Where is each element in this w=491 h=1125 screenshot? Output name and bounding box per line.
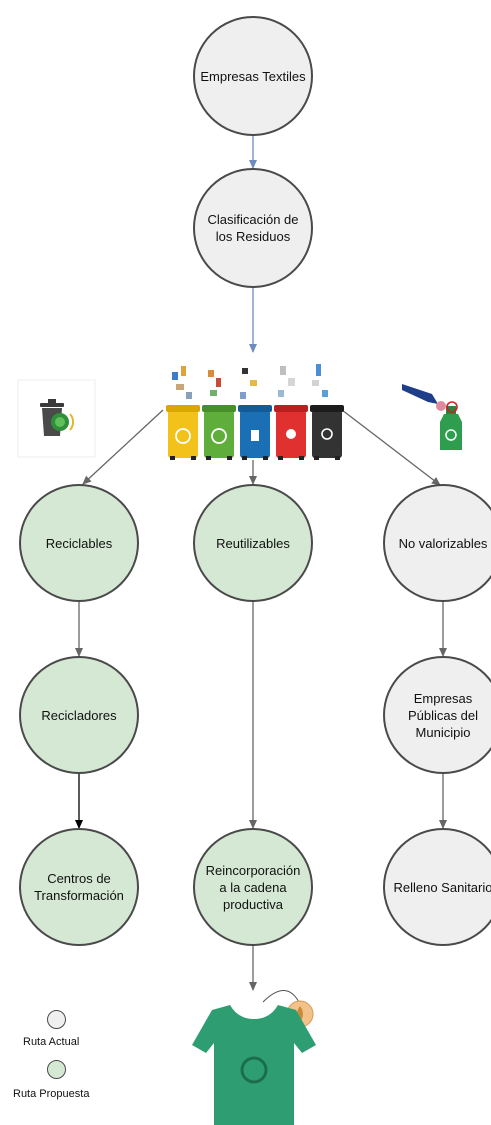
node-empresas-textiles: Empresas Textiles	[193, 16, 313, 136]
legend-propuesta-label: Ruta Propuesta	[13, 1088, 90, 1100]
node-recicladores: Recicladores	[19, 656, 139, 774]
edges	[75, 136, 447, 991]
node-clasificacion-residuos: Clasificación de los Residuos	[193, 168, 313, 288]
recycling-bins-icon	[166, 364, 344, 460]
hand-recycling-icon	[402, 384, 462, 450]
legend-actual-label: Ruta Actual	[23, 1036, 80, 1048]
recycle-trash-icon	[17, 379, 96, 458]
recycled-shirt-icon	[192, 990, 316, 1125]
edge-bins-reciclables	[82, 409, 164, 485]
node-reciclables: Reciclables	[19, 484, 139, 602]
node-empresas-publicas: Empresas Públicas del Municipio	[383, 656, 491, 774]
node-reincorporacion: Reincorporación a la cadena productiva	[193, 828, 313, 946]
node-reutilizables: Reutilizables	[193, 484, 313, 602]
edge-bins-novalorizables	[341, 409, 441, 486]
node-relleno-sanitario: Relleno Sanitario	[383, 828, 491, 946]
node-no-valorizables: No valorizables	[383, 484, 491, 602]
legend-propuesta-swatch	[47, 1060, 66, 1079]
node-centros-transformacion: Centros de Transformación	[19, 828, 139, 946]
legend-actual-swatch	[47, 1010, 66, 1029]
